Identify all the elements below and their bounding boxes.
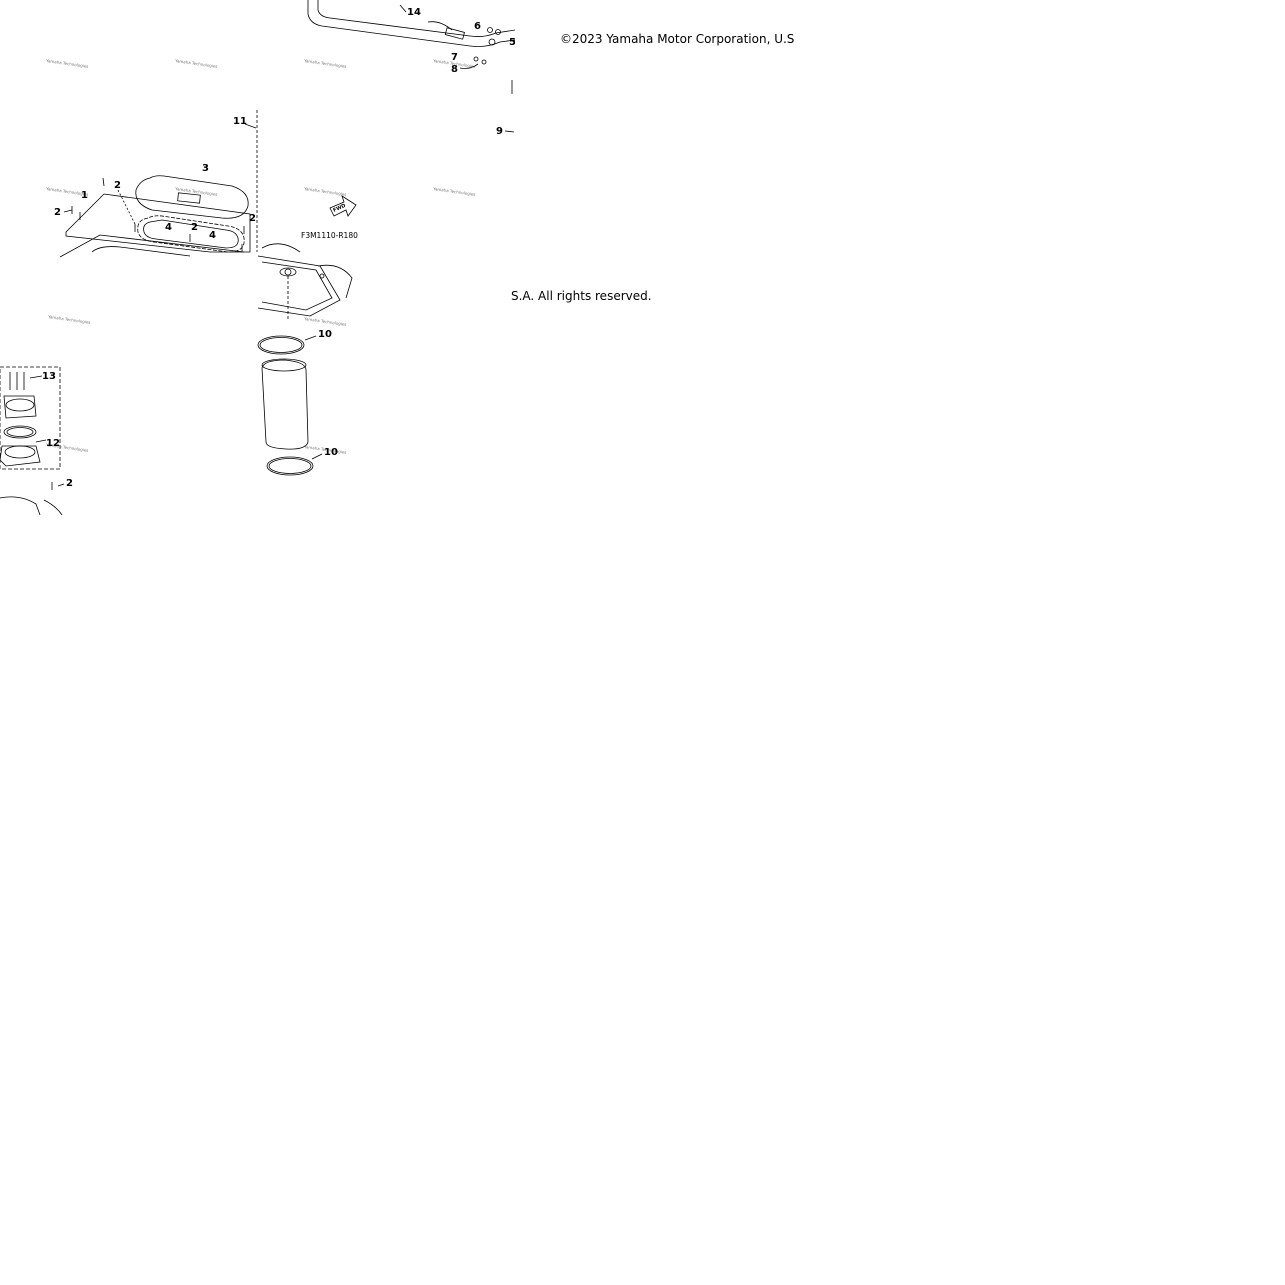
watermark-text: Yamaha Technologies <box>432 58 476 69</box>
callout-7: 7 <box>451 52 458 63</box>
watermarks: Yamaha Technologies Yamaha Technologies … <box>45 58 476 455</box>
hull-partial <box>0 482 65 515</box>
watermark-text: Yamaha Technologies <box>174 186 218 197</box>
callout-9: 9 <box>496 126 503 137</box>
callout-10a: 10 <box>318 329 332 340</box>
callout-10b: 10 <box>324 447 338 458</box>
pump-assembly <box>0 366 61 470</box>
screws <box>63 177 245 252</box>
fwd-label: FWD <box>332 203 346 214</box>
hatch-panel <box>59 193 251 258</box>
callout-12: 12 <box>46 438 60 449</box>
callout-5: 5 <box>509 37 515 48</box>
fwd-arrow <box>329 195 357 217</box>
watermark-text: Yamaha Technologies <box>47 314 91 325</box>
callout-2a: 2 <box>114 180 121 191</box>
part-code: F3M1110-R180 <box>301 231 358 240</box>
parts-diagram: Yamaha Technologies Yamaha Technologies … <box>0 0 515 515</box>
watermark-text: Yamaha Technologies <box>45 58 89 69</box>
watermark-text: Yamaha Technologies <box>174 58 218 69</box>
callout-13: 13 <box>42 371 56 382</box>
callout-3: 3 <box>202 163 209 174</box>
copyright-line-2: S.A. All rights reserved. <box>511 289 652 303</box>
callout-1: 1 <box>81 190 88 201</box>
callout-2e: 2 <box>66 478 73 489</box>
drain-tray <box>257 243 353 320</box>
gasket-ring <box>137 215 245 253</box>
callout-4a: 4 <box>165 222 172 233</box>
callouts: 14 6 5 7 8 9 11 3 2 1 2 2 4 2 4 10 10 13… <box>42 7 515 489</box>
watermark-text: Yamaha Technologies <box>432 186 476 197</box>
callout-14: 14 <box>407 7 421 18</box>
watermark-text: Yamaha Technologies <box>45 186 89 197</box>
callout-2b: 2 <box>54 207 61 218</box>
tube-assembly <box>257 335 323 476</box>
watermark-text: Yamaha Technologies <box>45 442 89 453</box>
callout-4b: 4 <box>209 230 216 241</box>
callout-8: 8 <box>451 64 458 75</box>
callout-2d: 2 <box>191 222 198 233</box>
watermark-text: Yamaha Technologies <box>303 316 347 327</box>
oval-lid <box>135 175 249 219</box>
watermark-text: Yamaha Technologies <box>303 444 347 455</box>
top-tray <box>307 0 515 94</box>
watermark-text: Yamaha Technologies <box>303 186 347 197</box>
callout-2c: 2 <box>249 213 256 224</box>
watermark-text: Yamaha Technologies <box>303 58 347 69</box>
callout-6: 6 <box>474 21 481 32</box>
copyright-line-1: ©2023 Yamaha Motor Corporation, U.S <box>560 32 795 46</box>
callout-11: 11 <box>233 116 247 127</box>
